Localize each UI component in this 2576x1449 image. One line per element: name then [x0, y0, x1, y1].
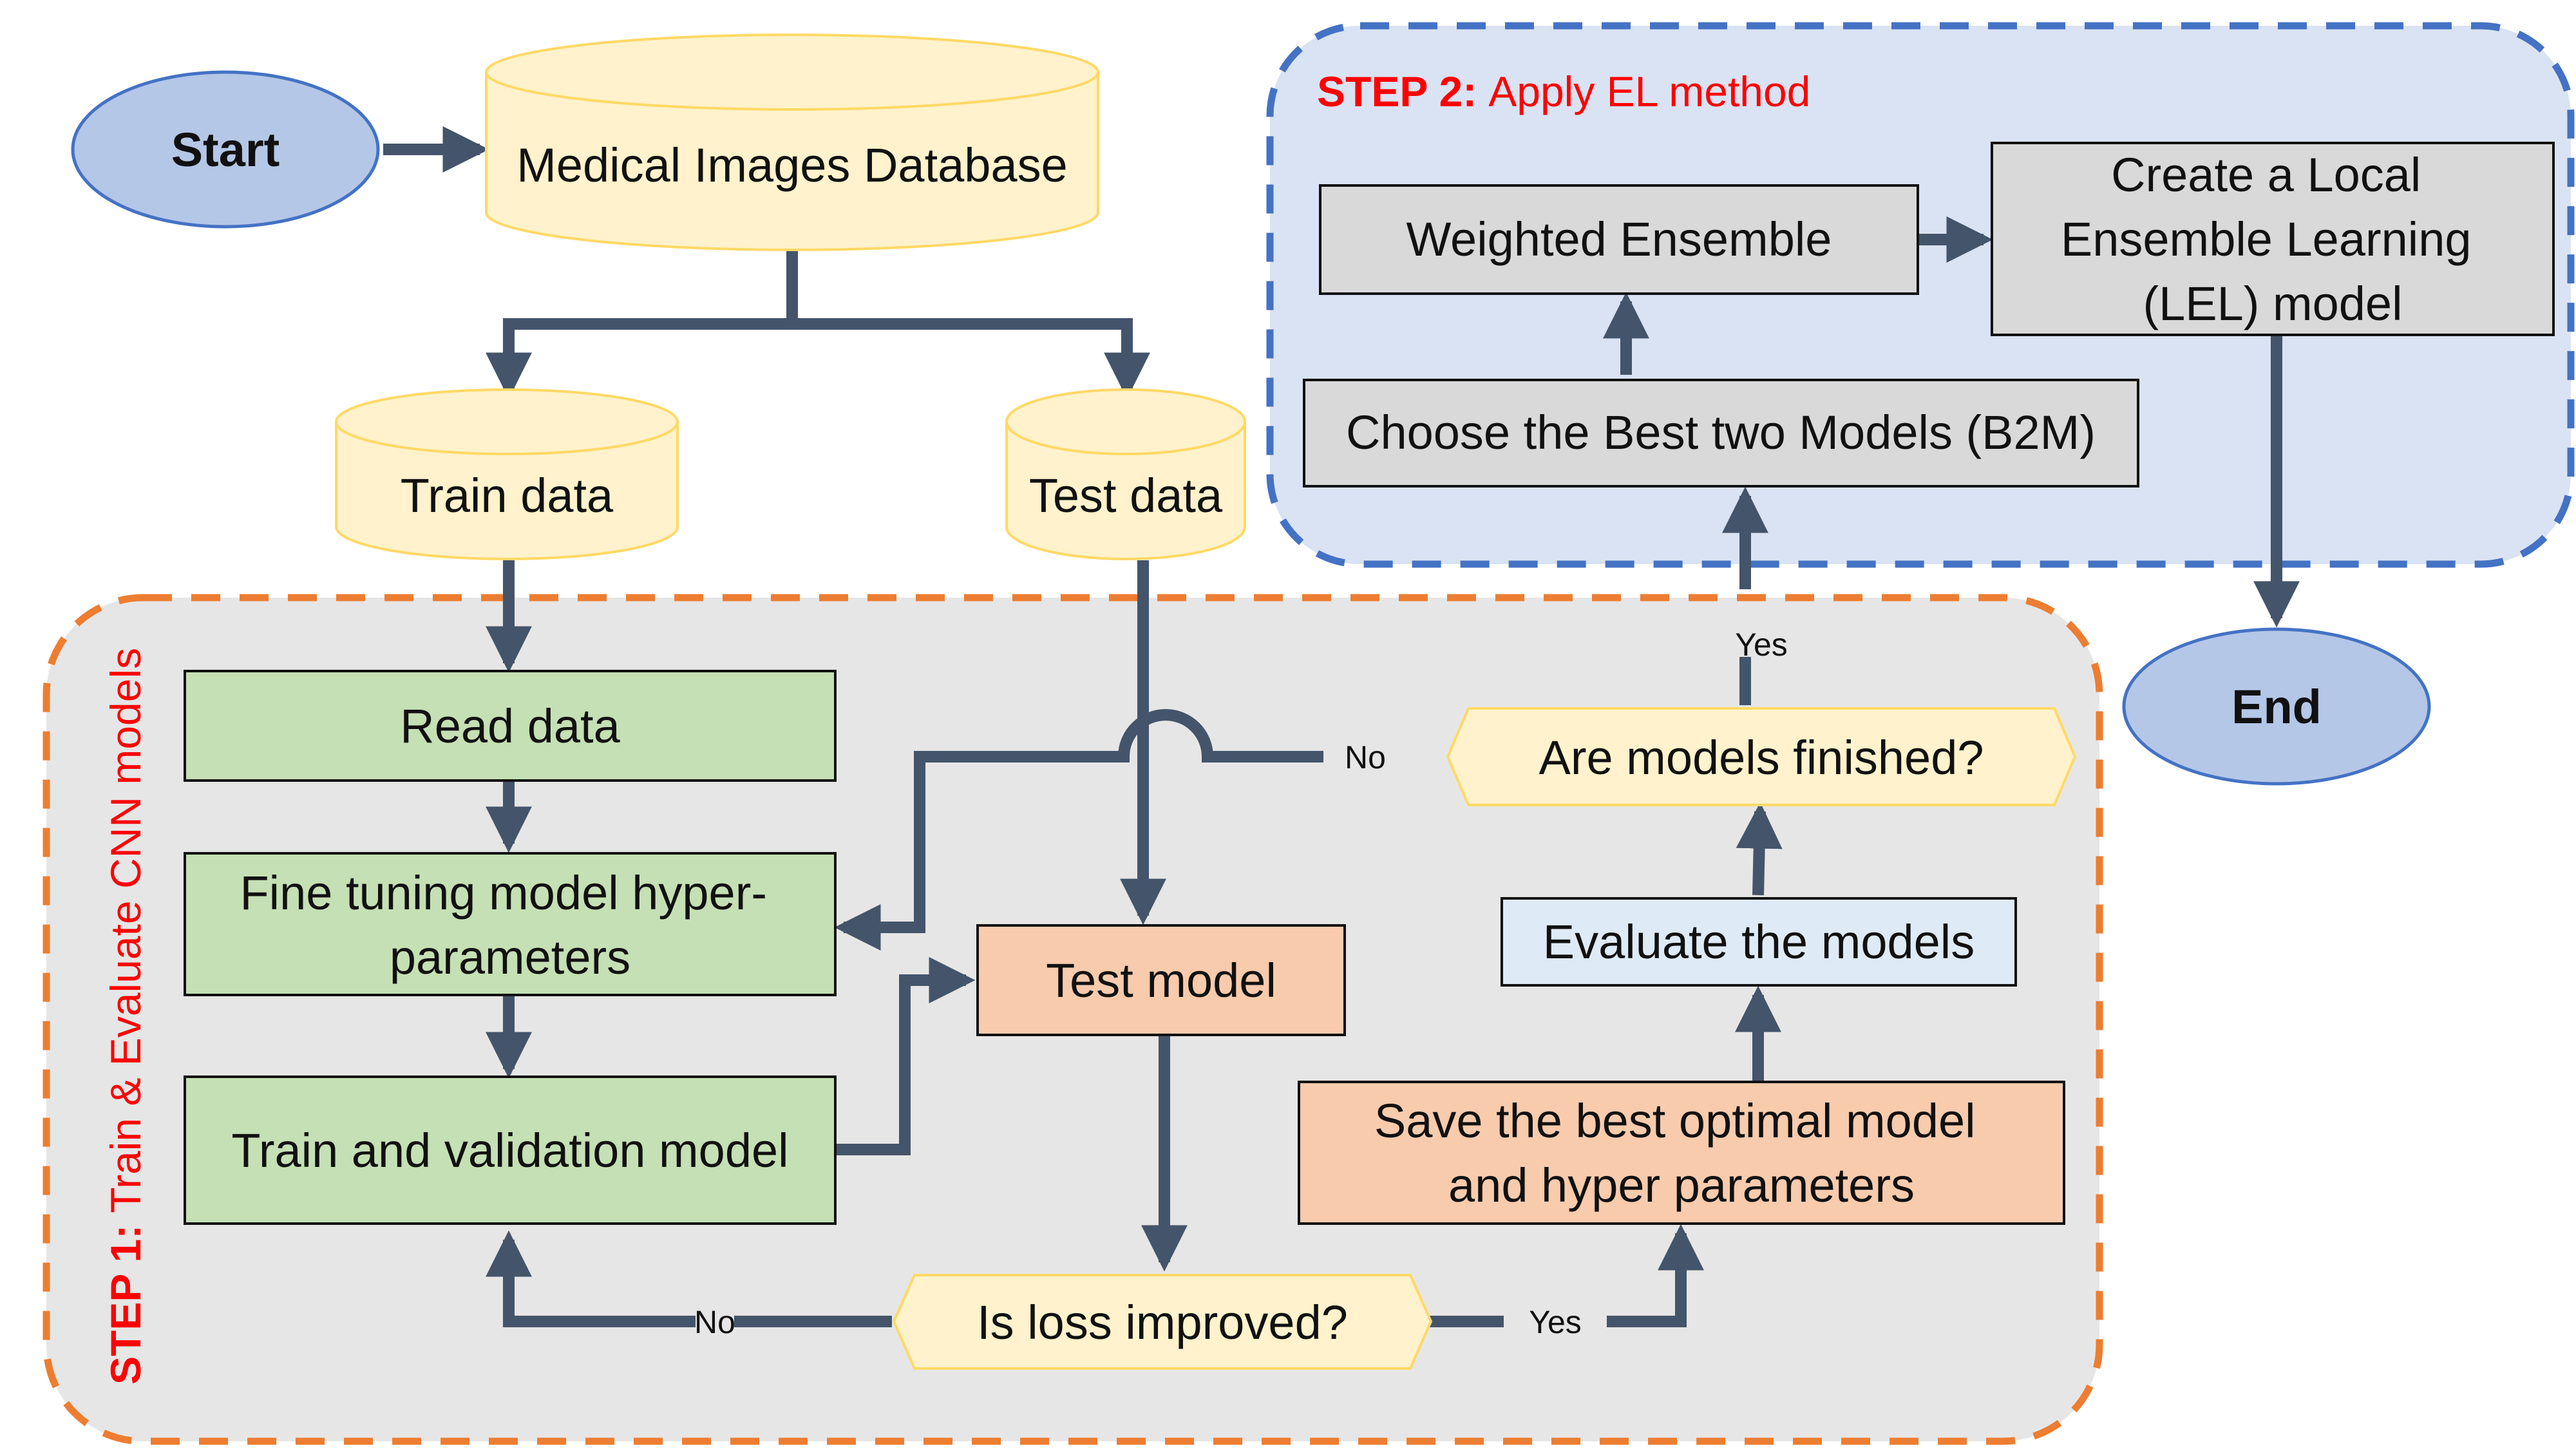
edge-finished-no [834, 709, 1323, 951]
create-lel-line-3: (LEL) model [2143, 277, 2402, 330]
start-node: Start [71, 70, 380, 229]
read-data-node: Read data [184, 670, 837, 782]
weighted-ensemble-node: Weighted Ensemble [1319, 184, 1919, 295]
evaluate-models-label: Evaluate the models [1543, 915, 1975, 969]
train-validation-node: Train and validation model [184, 1075, 837, 1225]
train-data-node: Train data [335, 388, 679, 560]
train-data-label: Train data [401, 469, 614, 522]
edge-loss-no [509, 1240, 892, 1327]
evaluate-models-node: Evaluate the models [1501, 897, 2017, 987]
create-lel-line-1: Create a Local [2111, 148, 2421, 202]
edge-db-to-test-data [792, 318, 1150, 399]
step1-prefix: STEP 1: [102, 1225, 149, 1385]
create-lel-node: Create a Local Ensemble Learning (LEL) m… [1991, 142, 2555, 336]
step2-prefix: STEP 2: [1317, 68, 1477, 115]
test-model-node: Test model [976, 924, 1346, 1036]
edge-evaluate-to-finished [1736, 802, 1783, 896]
end-node: End [2122, 627, 2431, 786]
models-finished-label: Are models finished? [1539, 731, 1984, 784]
loss-improved-decision: Is loss improved? [892, 1274, 1433, 1370]
svg-text:STEP 2:Apply EL method: STEP 2:Apply EL method [1317, 68, 1810, 115]
models-finished-decision: Are models finished? [1446, 707, 2077, 806]
end-label: End [2231, 680, 2322, 734]
edge-label-loss-no: No [694, 1304, 735, 1340]
start-label: Start [171, 123, 280, 176]
read-data-label: Read data [400, 699, 620, 753]
svg-text:Create a Local Ensemble: Create a Local Ensemble Learning (LEL) m… [2061, 148, 2485, 330]
save-best-line-1: Save the best optimal model [1374, 1094, 1976, 1148]
edge-label-loss-yes: Yes [1529, 1304, 1582, 1340]
loss-improved-label: Is loss improved? [977, 1296, 1348, 1349]
medical-db-label: Medical Images Database [516, 138, 1068, 192]
svg-text:Save the best optimal model: Save the best optimal model and hyper pa… [1374, 1094, 1989, 1212]
weighted-ensemble-label: Weighted Ensemble [1406, 213, 1832, 266]
test-model-label: Test model [1046, 954, 1276, 1007]
edge-label-finished-yes: Yes [1735, 627, 1788, 663]
save-best-node: Save the best optimal model and hyper pa… [1298, 1081, 2065, 1225]
medical-db-node: Medical Images Database [485, 33, 1099, 251]
edge-label-finished-no: No [1345, 739, 1386, 775]
svg-text:Fine tuning model hyper-: Fine tuning model hyper- parameters [240, 866, 780, 984]
edges [383, 126, 2300, 1327]
step2-title: Apply EL method [1488, 68, 1810, 115]
train-validation-label: Train and validation model [231, 1124, 788, 1177]
choose-b2m-label: Choose the Best two Models (B2M) [1346, 406, 2096, 459]
edge-db-split [486, 249, 798, 399]
test-data-node: Test data [1005, 388, 1246, 560]
save-best-line-2: and hyper parameters [1448, 1159, 1915, 1212]
create-lel-line-2: Ensemble Learning [2061, 213, 2472, 266]
edge-train-to-test-model [834, 957, 976, 1155]
edge-loss-yes [1426, 1233, 1681, 1327]
fine-tuning-node: Fine tuning model hyper- parameters [184, 852, 837, 996]
svg-text:STEP 1:Train & Evaluate CNN mo: STEP 1: Train & Evaluate CNN models [102, 648, 149, 1385]
fine-tuning-line-2: parameters [390, 931, 630, 984]
choose-b2m-node: Choose the Best two Models (B2M) [1303, 379, 2139, 488]
step1-title: Train & Evaluate CNN models [102, 648, 149, 1213]
test-data-label: Test data [1029, 469, 1223, 522]
fine-tuning-line-1: Fine tuning model hyper- [240, 866, 767, 920]
